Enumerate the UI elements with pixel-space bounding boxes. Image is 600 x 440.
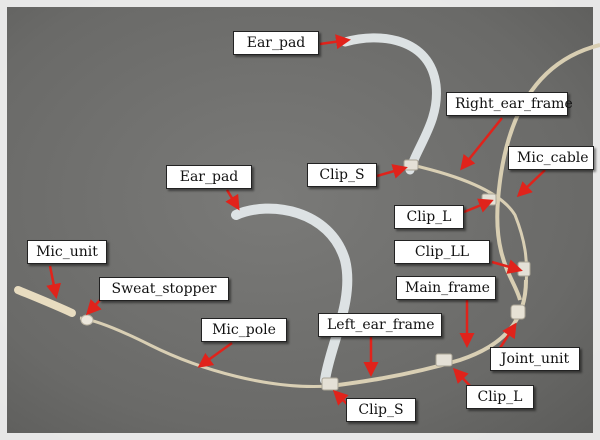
arrow-mic-cable [516, 169, 546, 198]
arrow-clip-ll [491, 259, 523, 274]
label-mic-cable: Mic_cable [508, 146, 594, 170]
label-sweat-stopper: Sweat_stopper [99, 277, 229, 301]
label-clip-l-top: Clip_L [394, 205, 464, 229]
arrow-clip-l-top [463, 198, 494, 214]
arrow-ear-pad-top [319, 34, 351, 50]
label-clip-s-bottom: Clip_S [346, 398, 416, 422]
clip-s-bottom [321, 377, 339, 391]
label-main-frame: Main_frame [396, 276, 496, 300]
mic-pole [79, 316, 331, 388]
joint-unit [510, 304, 526, 320]
ear-pad-top [340, 33, 441, 175]
right-ear-frame [411, 163, 529, 286]
label-mic-unit: Mic_unit [27, 240, 107, 264]
arrow-sweat-stopper [85, 299, 102, 316]
arrow-joint-unit [498, 322, 517, 349]
label-joint-unit: Joint_unit [490, 347, 580, 371]
label-right-ear-frame: Right_ear_frame [446, 92, 573, 116]
arrow-clip-s-top [376, 164, 408, 179]
clip-s-top [403, 159, 419, 171]
arrow-mic-unit [46, 265, 62, 299]
label-left-ear-frame: Left_ear_frame [318, 313, 442, 337]
arrow-mic-pole [197, 341, 233, 368]
ear-pad-left [231, 203, 353, 385]
label-mic-pole: Mic_pole [201, 318, 287, 342]
mic-unit [14, 286, 76, 317]
sweat-stopper [80, 314, 94, 326]
label-ear-pad-left: Ear_pad [166, 165, 252, 189]
arrow-ear-pad-left [225, 189, 240, 211]
label-clip-ll: Clip_LL [394, 240, 490, 264]
label-clip-l-bottom: Clip_L [466, 385, 534, 409]
label-clip-s-top: Clip_S [307, 163, 377, 187]
arrow-right-ear-frame [460, 117, 503, 171]
mic-cable [495, 43, 600, 301]
clip-l-bottom [435, 353, 453, 367]
label-ear-pad-top: Ear_pad [233, 31, 319, 55]
